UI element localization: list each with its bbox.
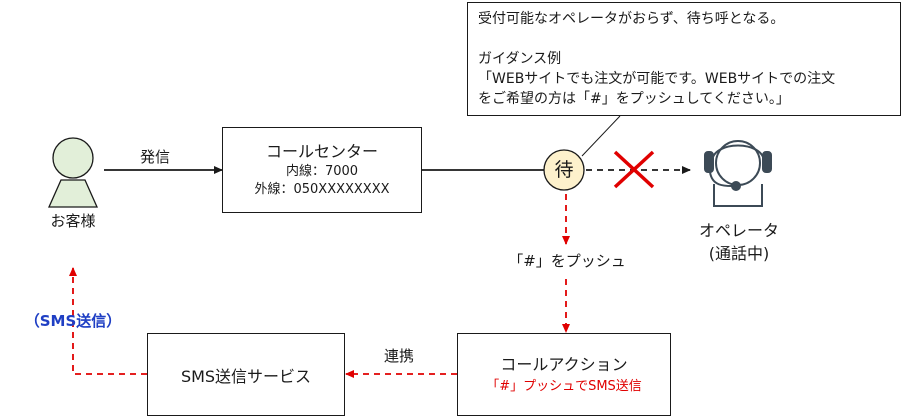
callout-spacer	[478, 29, 482, 49]
arrow-sms-to-customer	[69, 267, 147, 375]
guidance-callout: 受付可能なオペレータがおらず、待ち呼となる。 ガイダンス例 「WEBサイトでも注…	[467, 2, 901, 116]
call-action-title: コールアクション	[500, 354, 628, 374]
call-center-title: コールセンター	[265, 142, 378, 161]
blocked-x-icon	[613, 150, 655, 189]
edge-label-push: 「#」をプッシュ	[508, 252, 626, 270]
sms-service-title: SMS送信サービス	[180, 366, 312, 386]
call-action-box: コールアクション 「#」プッシュでSMS送信	[457, 333, 671, 416]
edge-label-sms: （SMS送信）	[24, 312, 122, 330]
wait-node	[543, 149, 585, 191]
call-center-box: コールセンター 内線：7000 外線：050XXXXXXXX	[222, 127, 422, 213]
call-action-note: 「#」プッシュでSMS送信	[486, 378, 642, 394]
operator-headset-icon	[704, 140, 772, 207]
callout-pointer	[581, 115, 621, 157]
customer-label: お客様	[50, 212, 96, 230]
sms-service-box: SMS送信サービス	[147, 333, 345, 416]
callout-line-4: をご希望の方は「#」をプッシュしてください。」	[478, 91, 790, 107]
edge-label-link: 連携	[384, 347, 415, 365]
operator-label: オペレータ	[698, 221, 779, 240]
call-center-external: 外線：050XXXXXXXX	[254, 182, 390, 197]
call-center-internal: 内線：7000	[285, 164, 359, 179]
callout-line-2: ガイダンス例	[478, 51, 562, 67]
operator-status: (通話中)	[708, 244, 770, 263]
callout-line-1: 受付可能なオペレータがおらず、待ち呼となる。	[478, 11, 785, 27]
wait-label: 待	[554, 159, 574, 181]
customer-person-icon	[47, 137, 99, 208]
edge-label-call: 発信	[140, 148, 171, 166]
callout-line-3: 「WEBサイトでも注文が可能です。WEBサイトでの注文	[478, 71, 836, 87]
